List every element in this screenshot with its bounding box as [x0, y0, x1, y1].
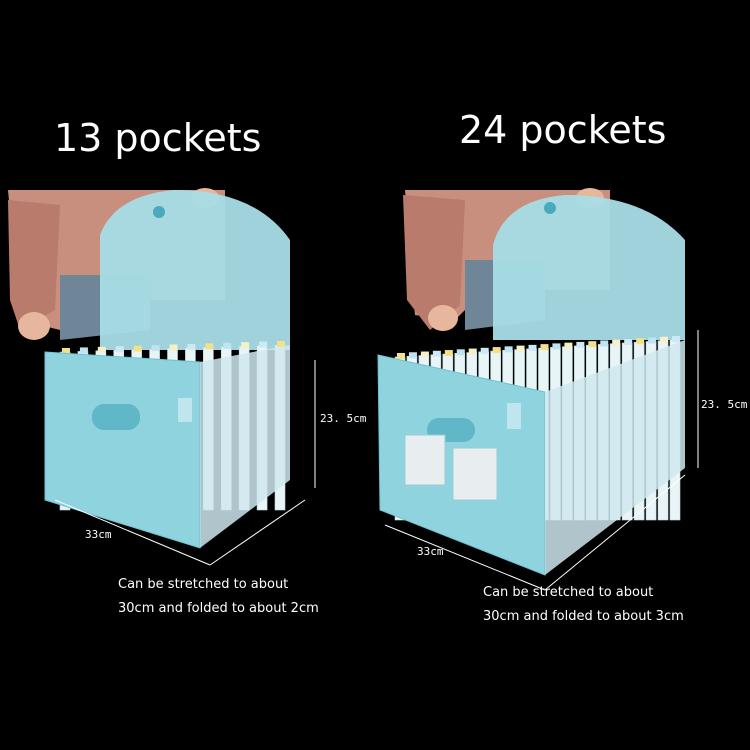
pocket-tab — [187, 343, 196, 350]
title-24-pockets: 24 pockets — [459, 108, 667, 152]
left-hand — [428, 305, 458, 331]
pocket-tab — [672, 336, 680, 342]
caption: Can be stretched to about 30cm and folde… — [483, 581, 684, 629]
pocket-tab — [277, 341, 285, 347]
width-dimension-line-a — [54, 499, 211, 566]
pocket-tab — [552, 343, 561, 350]
pocket-tab — [504, 346, 513, 353]
pocket-tab — [241, 342, 250, 349]
pocket-tab — [259, 341, 268, 348]
width-dimension-line-b — [209, 499, 306, 566]
pocket-tab — [62, 348, 70, 354]
width-dimension-line-a — [384, 524, 546, 591]
pocket-tab — [151, 345, 160, 352]
folder-side — [200, 345, 290, 548]
pocket-tab — [223, 342, 232, 349]
product-photo-13-pockets — [8, 188, 316, 566]
pocket-tab — [660, 336, 669, 343]
caption-line-2: 30cm and folded to about 3cm — [483, 609, 684, 624]
pocket-tab — [97, 346, 106, 353]
pocket-tab — [115, 346, 124, 353]
title-13-pockets: 13 pockets — [54, 116, 262, 160]
pocket-tab — [205, 343, 214, 350]
pocket-tab — [492, 347, 501, 354]
card-slot-1 — [404, 434, 446, 486]
folder-side — [545, 340, 685, 575]
pocket-tab — [408, 352, 417, 359]
height-label: 23. 5cm — [701, 398, 748, 411]
pocket-tab — [540, 344, 549, 351]
height-label: 23. 5cm — [320, 412, 367, 425]
pocket-tab — [480, 347, 489, 354]
pocket-tab — [600, 340, 609, 347]
pocket-tab — [612, 339, 621, 346]
flap-button — [544, 202, 556, 214]
folder-flap — [100, 190, 290, 350]
left-hand — [18, 312, 50, 340]
pocket-tab — [576, 341, 585, 348]
pocket-tab — [624, 338, 633, 345]
card-slot-2 — [452, 447, 498, 501]
pocket-tab — [528, 344, 537, 351]
width-label: 33cm — [85, 528, 112, 541]
caption-line-2: 30cm and folded to about 2cm — [118, 601, 319, 616]
pocket-tab — [456, 349, 465, 356]
pocket-tab — [420, 351, 429, 358]
panel-13-pockets: 13 pockets 23. 5cm 33cm Can be stretched… — [8, 116, 367, 621]
pocket-tab — [397, 353, 405, 359]
folder-handle — [92, 404, 140, 430]
left-arm — [8, 200, 60, 330]
pocket-tab — [516, 345, 525, 352]
caption: Can be stretched to about 30cm and folde… — [118, 573, 319, 621]
pocket-tab — [79, 347, 88, 354]
pocket-tab — [444, 350, 453, 357]
pocket-tab — [636, 338, 645, 345]
width-dimension-line-b — [544, 474, 686, 591]
pocket-tab — [564, 342, 573, 349]
pocket-tab — [648, 337, 657, 344]
width-label: 33cm — [417, 545, 444, 558]
label-window — [178, 398, 192, 422]
flap-button — [153, 206, 165, 218]
caption-line-1: Can be stretched to about — [118, 577, 289, 592]
caption-line-1: Can be stretched to about — [483, 585, 654, 600]
folder-front — [44, 351, 201, 549]
left-arm — [403, 195, 465, 330]
panel-24-pockets: 24 pockets 23. 5cm 33cm Can be stretched… — [375, 0, 750, 750]
pocket-tab — [169, 344, 178, 351]
pocket-tab — [133, 345, 142, 352]
label-window — [507, 403, 521, 429]
pocket-tab — [588, 341, 597, 348]
pocket-tab — [432, 350, 441, 357]
pocket-tab — [468, 348, 477, 355]
folder-flap — [493, 195, 685, 340]
product-photo-24-pockets — [377, 188, 699, 591]
